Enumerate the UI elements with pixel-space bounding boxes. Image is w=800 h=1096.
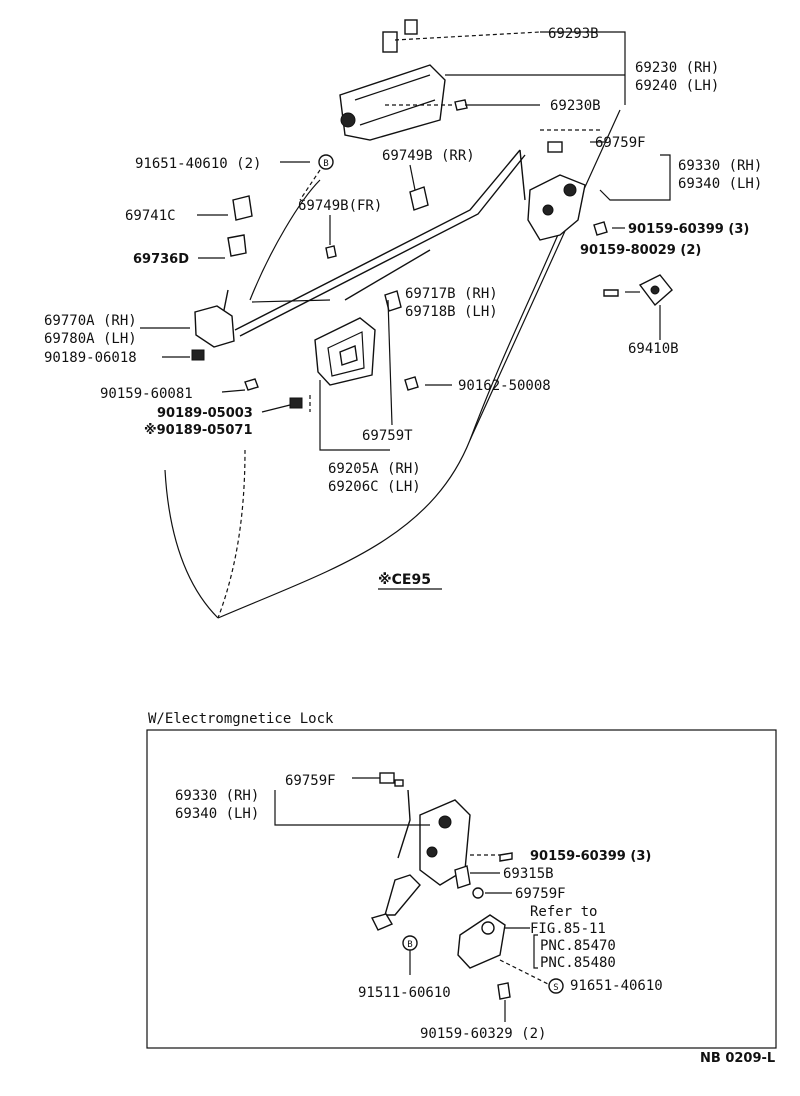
door-outline (164, 109, 621, 619)
label-69718b-lh: 69718B (LH) (405, 304, 498, 320)
inset-refer-pnc1: PNC.85470 (540, 938, 616, 954)
label-90162-50008: 90162-50008 (458, 378, 551, 394)
label-90189-05071: ※90189-05071 (144, 423, 253, 438)
inset-label-69340-lh: 69340 (LH) (175, 806, 259, 822)
inset-refer-pnc2: PNC.85480 (540, 955, 616, 971)
inset-label-90159-60329: 90159-60329 (2) (420, 1026, 546, 1042)
leader-lines-upper (140, 31, 671, 451)
label-90159-60399: 90159-60399 (3) (628, 222, 749, 237)
label-69717b-rh: 69717B (RH) (405, 286, 498, 302)
label-69741c: 69741C (125, 208, 176, 224)
label-69736d: 69736D (133, 252, 189, 267)
label-69205a-rh: 69205A (RH) (328, 461, 421, 477)
inset-label-69759f-b: 69759F (515, 886, 566, 902)
label-69293b: 69293B (548, 26, 599, 42)
door-lock (527, 129, 600, 241)
label-90189-05003: 90189-05003 (157, 406, 253, 421)
label-90159-80029: 90159-80029 (2) (580, 243, 701, 258)
marker-b-upper: B (318, 154, 334, 170)
label-69240-lh: 69240 (LH) (635, 78, 719, 94)
inset-electromagnetic-lock: W/Electromgnetice Lock B S 69 (146, 711, 777, 1049)
inset-title: W/Electromgnetice Lock (148, 711, 334, 727)
label-69780a-lh: 69780A (LH) (44, 331, 137, 347)
inset-marker-s: S (553, 983, 558, 993)
label-69230b: 69230B (550, 98, 601, 114)
inset-refer-to: Refer to (530, 904, 597, 920)
inside-handle (314, 317, 376, 386)
label-91651-40610: 91651-40610 (2) (135, 156, 261, 172)
label-69749b-fr: 69749B(FR) (298, 198, 382, 214)
inset-marker-b: B (407, 940, 412, 950)
label-69206c-lh: 69206C (LH) (328, 479, 421, 495)
upper-labels: 69293B 69230 (RH) 69240 (LH) 69230B 9165… (44, 26, 762, 590)
label-69330-rh: 69330 (RH) (678, 158, 762, 174)
label-69230-rh: 69230 (RH) (635, 60, 719, 76)
label-ce95: ※CE95 (378, 572, 431, 588)
marker-b-label: B (323, 159, 328, 169)
footer-code: NB 0209-L (700, 1051, 775, 1066)
inset-label-91511-60610: 91511-60610 (358, 985, 451, 1001)
small-parts (191, 186, 608, 409)
label-69410b: 69410B (628, 341, 679, 357)
label-69759t: 69759T (362, 428, 413, 444)
label-69770a-rh: 69770A (RH) (44, 313, 137, 329)
inset-label-69759f-a: 69759F (285, 773, 336, 789)
inset-label-69315b: 69315B (503, 866, 554, 882)
inset-label-91651-40610: 91651-40610 (570, 978, 663, 994)
label-69759f-top: 69759F (595, 135, 646, 151)
striker-69410b (603, 274, 673, 307)
inset-label-69330-rh: 69330 (RH) (175, 788, 259, 804)
outside-handle (339, 19, 541, 141)
label-69749b-rr: 69749B (RR) (382, 148, 475, 164)
label-90189-06018: 90189-06018 (44, 350, 137, 366)
label-69340-lh: 69340 (LH) (678, 176, 762, 192)
inset-refer-fig: FIG.85-11 (530, 921, 606, 937)
inset-label-90159-60399: 90159-60399 (3) (530, 849, 651, 864)
label-90159-60081: 90159-60081 (100, 386, 193, 402)
